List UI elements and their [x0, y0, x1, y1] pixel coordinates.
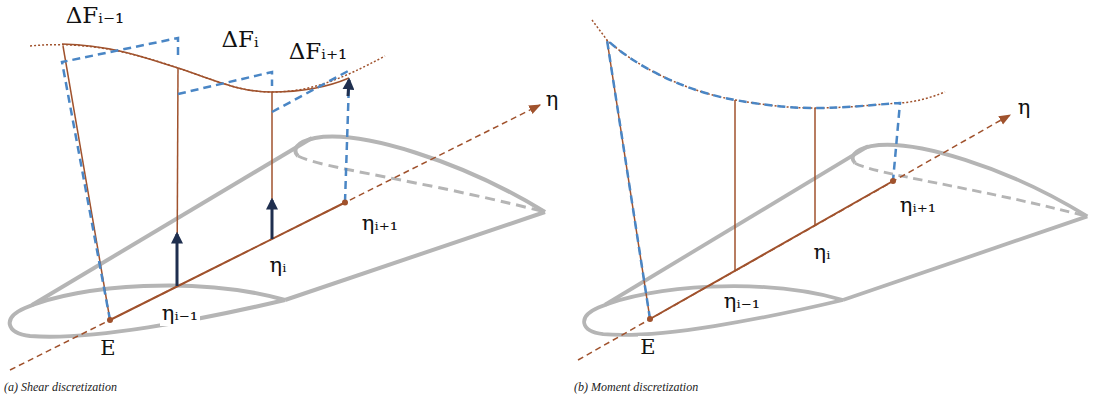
moment-curve: [592, 20, 945, 108]
moment-panel: [578, 20, 1087, 360]
force-arrow: [345, 82, 349, 202]
station-dot: [107, 317, 113, 323]
piecewise-moment: [607, 40, 900, 319]
figure-caption: (a) Shear discretization: [2, 381, 119, 394]
load-label: ΔFᵢ: [219, 27, 260, 52]
axis-segment: [110, 203, 345, 321]
point-label: E: [638, 336, 657, 359]
point-label: E: [98, 337, 117, 360]
station-line: [734, 100, 736, 271]
station-dot: [342, 200, 348, 206]
step-load: [62, 38, 178, 320]
station-label: ηᵢ₋₁: [160, 302, 200, 325]
step-load: [272, 70, 350, 112]
station-label: ηᵢ₊₁: [898, 194, 938, 217]
wing-outline: [584, 145, 1087, 335]
station-label: ηᵢ: [812, 241, 833, 264]
force-arrow: [348, 80, 349, 96]
span-axis: [10, 105, 540, 370]
station-line: [814, 108, 816, 226]
shear-panel: [10, 38, 545, 370]
station-line: [177, 68, 178, 286]
station-label: ηᵢ₋₁: [722, 290, 762, 313]
axis-label: η: [544, 88, 561, 111]
step-load: [178, 72, 272, 94]
force-arrow: [176, 234, 179, 286]
station-dot: [890, 178, 896, 184]
load-label: ΔFᵢ₋₁: [64, 3, 127, 28]
force-arrow: [271, 200, 274, 239]
axis-label: η: [1016, 96, 1033, 119]
figure-caption: (b) Moment discretization: [572, 381, 700, 394]
wing-outline: [10, 137, 545, 337]
axis-segment: [650, 181, 893, 319]
station-label: ηᵢ₊₁: [360, 212, 400, 235]
load-label: ΔFᵢ₊₁: [287, 39, 350, 64]
station-label: ηᵢ: [268, 254, 289, 277]
station-line: [271, 92, 273, 239]
station-dot: [647, 316, 653, 322]
span-axis: [578, 115, 1010, 360]
